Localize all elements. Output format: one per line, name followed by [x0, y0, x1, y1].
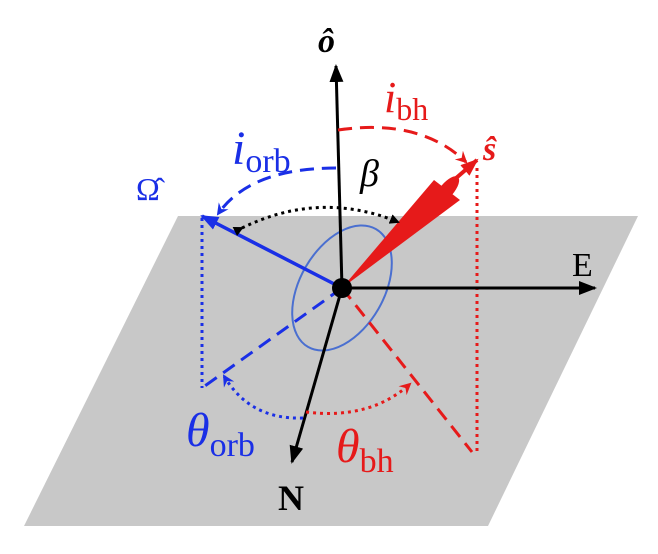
spin-projection-line	[340, 287, 474, 453]
o-hat-label: ô	[318, 23, 335, 60]
theta-orb-label: θorb	[186, 404, 255, 464]
spin-vector	[438, 158, 479, 194]
theta-bh-arc	[305, 382, 412, 415]
i-orb-label: iorb	[232, 122, 291, 180]
omega-vector	[200, 214, 343, 290]
spin-cone	[342, 180, 460, 288]
theta-orb-arc	[222, 374, 304, 420]
beta-arc	[232, 205, 400, 236]
observer-axis	[329, 64, 344, 289]
beta-label: β	[359, 153, 379, 195]
omega-hat-label: Ω̂	[136, 171, 166, 207]
north-label: N	[278, 478, 304, 518]
theta-bh-label: θbh	[336, 420, 394, 480]
sky-plane	[24, 216, 638, 526]
north-axis	[289, 287, 344, 464]
east-label: E	[572, 247, 593, 284]
s-hat-label: ŝ	[482, 131, 497, 168]
origin-point	[332, 278, 352, 298]
i-bh-label: ibh	[384, 73, 428, 127]
omega-projection-line	[201, 286, 343, 390]
i-bh-arc	[337, 126, 468, 164]
i-orb-arc	[216, 166, 337, 216]
